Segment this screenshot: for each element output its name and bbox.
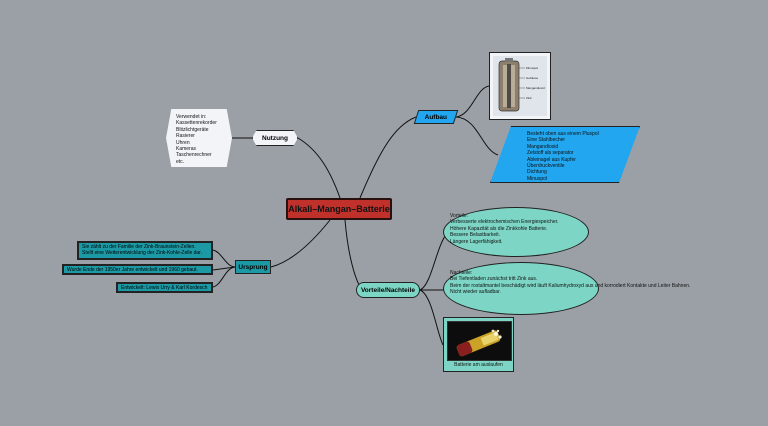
nachteile-line: Beim der rostaltmantel beschädigt wird l…: [450, 282, 691, 289]
ursprung-line: Stellt eine Weiterentwicklung der Zink-K…: [82, 250, 202, 256]
nachteile-line: Nachteile:: [450, 270, 473, 276]
nutzung-line: Verwendet in:: [176, 114, 207, 120]
link-aufbau-img: [455, 85, 490, 118]
aufbau-details[interactable]: Besteht oben aus einem Pluspol Eine Stah…: [490, 126, 640, 183]
vorteile-line: Längere Lagerfähigkeit.: [450, 238, 503, 245]
aufbau-line: Mangandioxid: [527, 143, 559, 150]
img-label: Minuspol: [526, 66, 538, 70]
link-central-nutzung: [297, 137, 341, 199]
vorteile-line: Höhere Kapazität als die Zinkkohle Batte…: [450, 225, 548, 232]
nutzung-line: Taschenrechner: [176, 152, 212, 159]
nachteile-line: Nicht wieder aufladbar.: [450, 289, 501, 296]
leaking-battery-card[interactable]: Batterie am auslaufen: [443, 317, 514, 372]
link-ursprung-2: [212, 266, 236, 271]
aufbau-line: Minuspol: [527, 175, 548, 182]
nutzung-details[interactable]: Verwendet in: Kassettenrekorder Blitzlic…: [166, 109, 232, 167]
battery-diagram-graphic: Minuspol Gehäuse Mangandioxid Zink: [493, 56, 547, 116]
link-vorteile-box: [419, 231, 449, 291]
link-aufbau-box: [455, 116, 499, 156]
link-central-vorteile: [344, 219, 363, 291]
link-ursprung-3: [212, 266, 236, 288]
vorteile-details[interactable]: Vorteile: Verbesserte elektrochemischen …: [443, 207, 589, 257]
link-ursprung-1: [212, 249, 236, 268]
link-battery-card: [419, 289, 444, 346]
aufbau-line: Dichtung: [527, 169, 547, 176]
nutzung-line: Kassettenrekorder: [176, 120, 217, 127]
img-label: Gehäuse: [526, 76, 539, 80]
battery-crosssection-image[interactable]: Minuspol Gehäuse Mangandioxid Zink: [489, 52, 551, 120]
nutzung-line: Kameras: [176, 146, 197, 153]
nutzung-line: Uhren: [176, 139, 190, 146]
nachteile-details[interactable]: Nachteile: Bei Tiefentladen zunächst tri…: [443, 262, 691, 315]
ursprung-inventors[interactable]: Entwickelt: Lewis Urry & Karl Kordesch: [116, 282, 213, 293]
aufbau-line: Eine Stahlbecher: [527, 137, 566, 144]
topic-nutzung[interactable]: Nutzung: [252, 130, 298, 146]
aufbau-line: Überdruckventile: [527, 163, 565, 170]
vorteile-line: Bessere Belastbarkeit.: [450, 232, 501, 239]
leaking-battery-caption: Batterie am auslaufen: [454, 362, 503, 368]
leaking-battery-graphic: [448, 322, 511, 360]
topic-ursprung[interactable]: Ursprung: [235, 260, 271, 274]
nutzung-line: Blitzlichtgeräte: [176, 126, 209, 133]
leaking-battery-image: [447, 321, 512, 361]
aufbau-label: Aufbau: [424, 114, 448, 121]
ursprung-date[interactable]: Wurde Ende der 1950er Jahre entwickelt u…: [62, 264, 213, 275]
ursprung-line: Wurde Ende der 1950er Jahre entwickelt u…: [67, 267, 198, 273]
topic-aufbau[interactable]: Aufbau: [413, 110, 459, 124]
link-central-aufbau: [359, 116, 417, 199]
aufbau-line: Zelstoff als separator: [527, 150, 574, 157]
central-topic[interactable]: Alkali–Mangan–Batterie: [286, 198, 392, 220]
nutzung-line: etc.: [176, 158, 185, 165]
nachteile-line: Bei Tiefentladen zunächst tritt Zink aus…: [450, 276, 538, 283]
topic-vorteile-nachteile[interactable]: Vorteile/Nachteile: [356, 282, 420, 298]
ursprung-family[interactable]: Sie zählt zu der Familie der Zink-Brauns…: [77, 241, 213, 260]
aufbau-line: Besteht oben aus einem Pluspol: [527, 131, 599, 137]
img-label: Zink: [526, 96, 532, 100]
vorteile-line: Vorteile:: [450, 213, 469, 219]
link-central-ursprung: [270, 219, 331, 268]
ursprung-line: Sie zählt zu der Familie der Zink-Brauns…: [82, 244, 196, 250]
nutzung-line: Rasierer: [176, 133, 195, 140]
aufbau-line: Ableinagel aus Kupfer: [527, 156, 576, 163]
img-label: Mangandioxid: [526, 86, 545, 90]
ursprung-line: Entwickelt: Lewis Urry & Karl Kordesch: [121, 285, 208, 291]
vorteile-line: Verbesserte elektrochemischen Energiespe…: [450, 219, 559, 226]
